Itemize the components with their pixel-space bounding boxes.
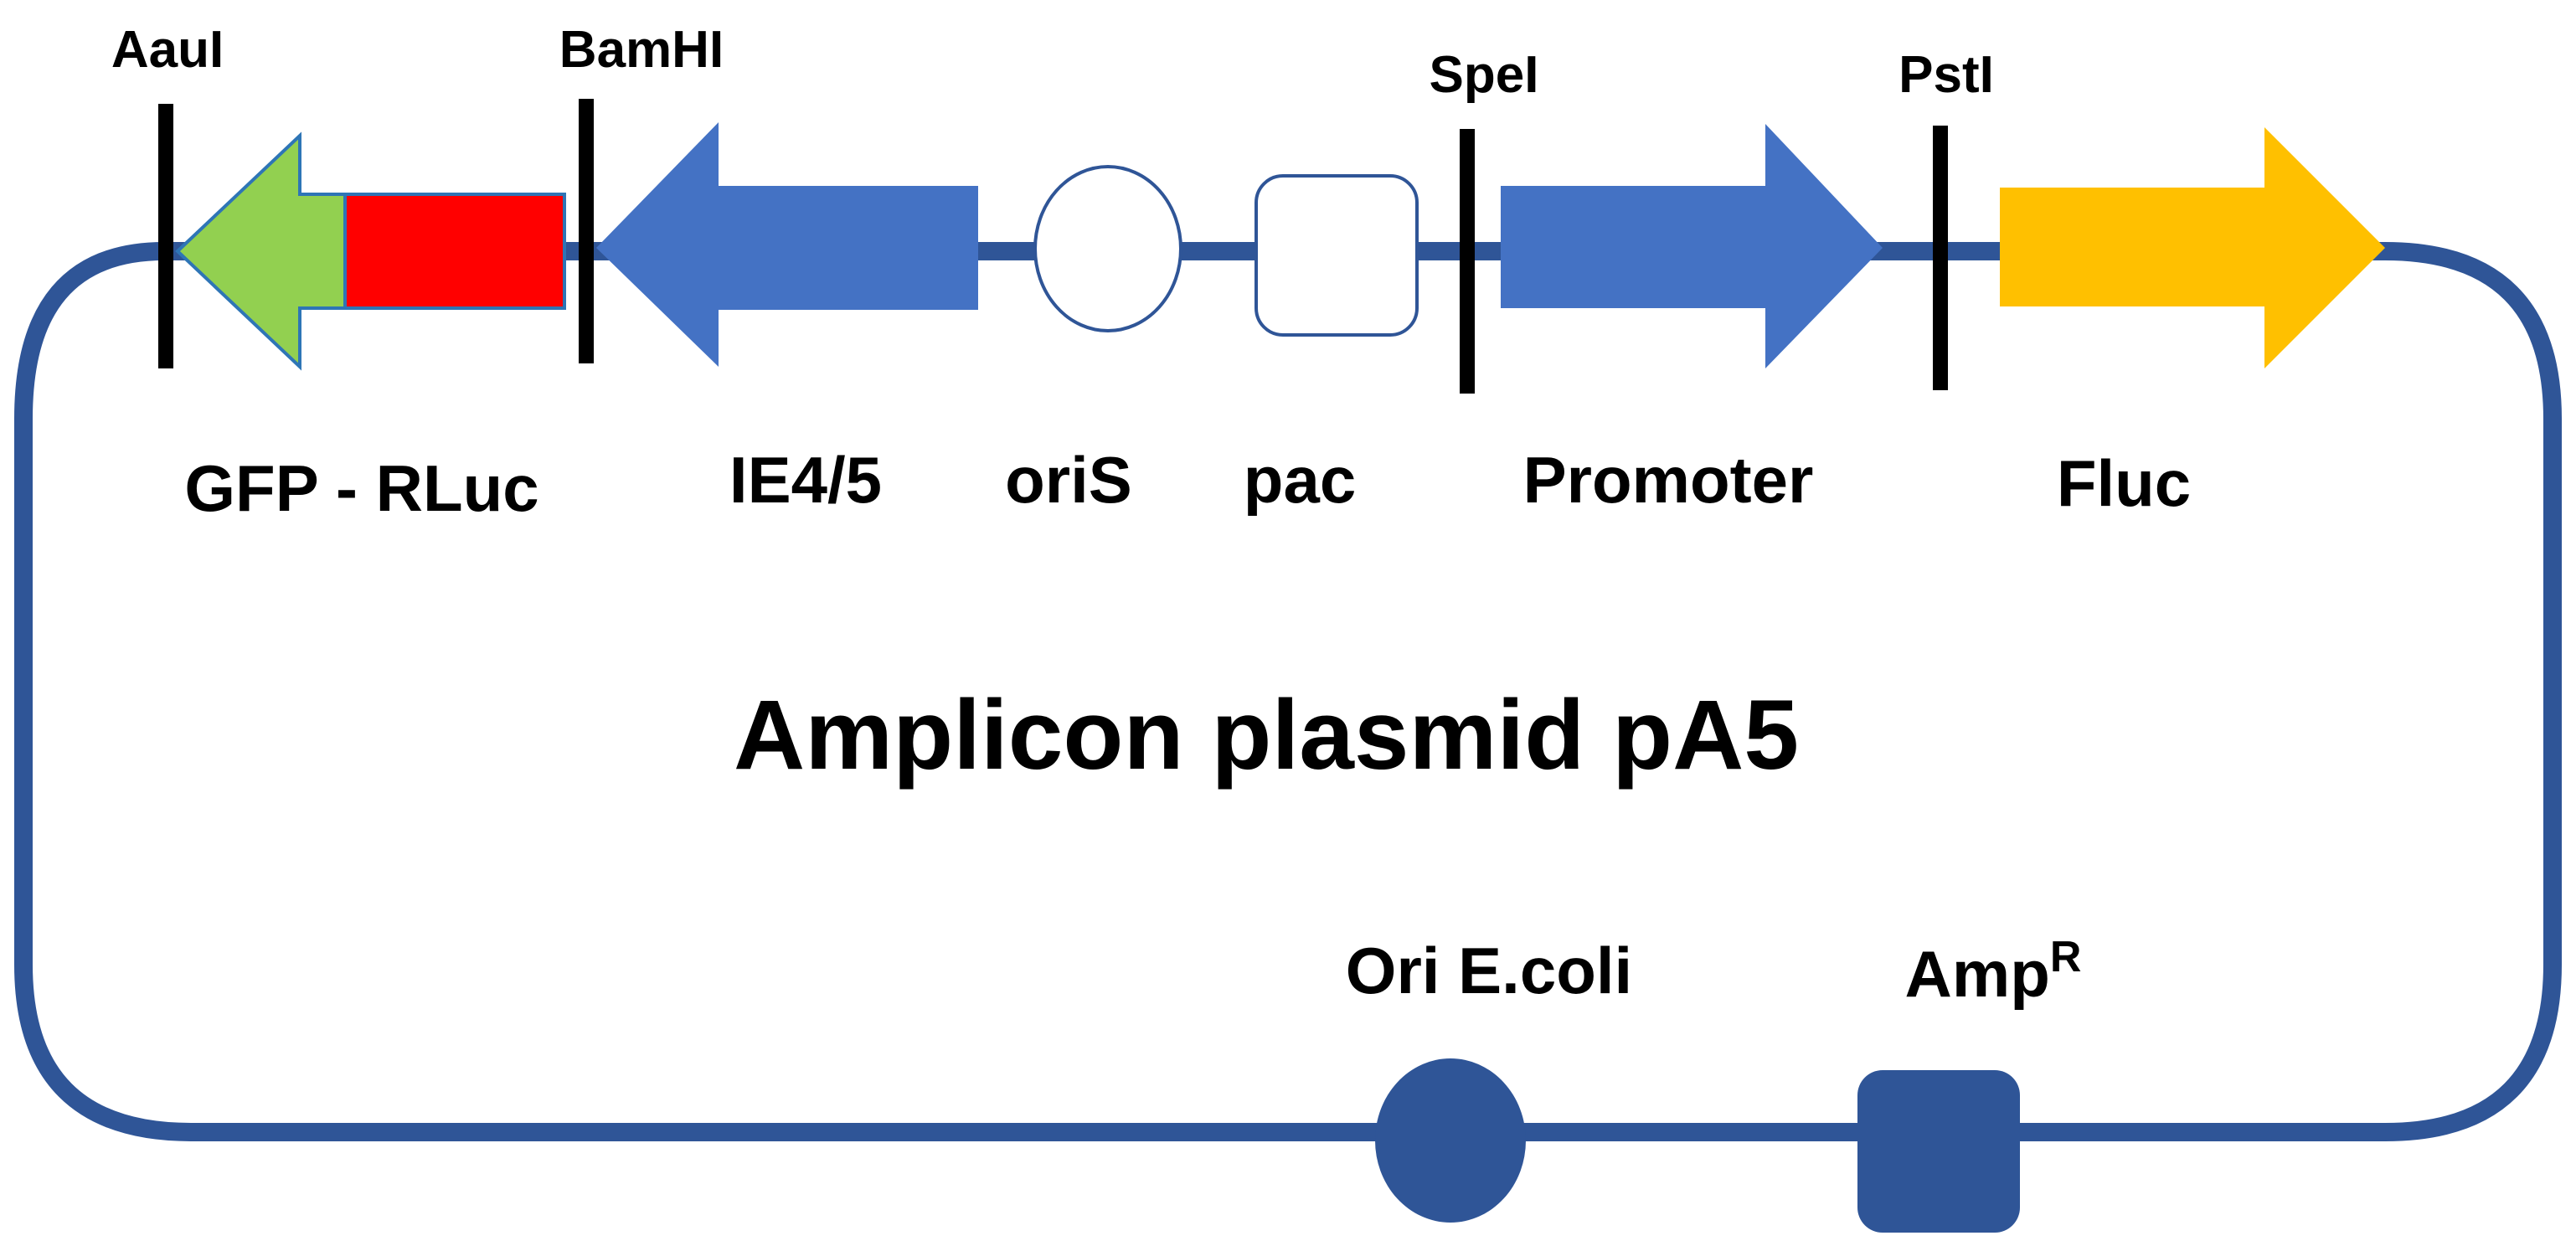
ampr-square <box>1857 1070 2020 1233</box>
gfp-rluc-arrow <box>175 131 566 371</box>
ori-ecoli-label: Ori E.coli <box>1346 934 1632 1007</box>
pac-label: pac <box>1244 443 1356 517</box>
fluc-arrow <box>2000 127 2385 368</box>
ie45-label: IE4/5 <box>729 443 882 517</box>
rluc-segment <box>343 193 566 310</box>
gfp-rluc-label: GFP - RLuc <box>184 451 538 525</box>
ori-ecoli-circle <box>1375 1058 1526 1223</box>
bamhi-label: BamHI <box>559 21 724 79</box>
oris-circle <box>1033 165 1182 332</box>
oris-label: oriS <box>1005 443 1132 517</box>
promoter-label: Promoter <box>1523 443 1814 517</box>
gfp-segment <box>175 131 347 371</box>
ampr-superscript: R <box>2050 933 2082 981</box>
ie45-arrow <box>596 122 978 367</box>
spei-label: SpeI <box>1430 46 1539 104</box>
psti-label: PstI <box>1899 46 1994 104</box>
fluc-label: Fluc <box>2057 446 2191 520</box>
aaui-label: AauI <box>111 21 224 79</box>
promoter-arrow <box>1501 124 1883 368</box>
ampr-label: AmpR <box>1905 933 2082 1011</box>
plasmid-backbone <box>14 242 2562 1141</box>
plasmid-title: Amplicon plasmid pA5 <box>734 680 1799 790</box>
pac-square <box>1255 174 1419 337</box>
